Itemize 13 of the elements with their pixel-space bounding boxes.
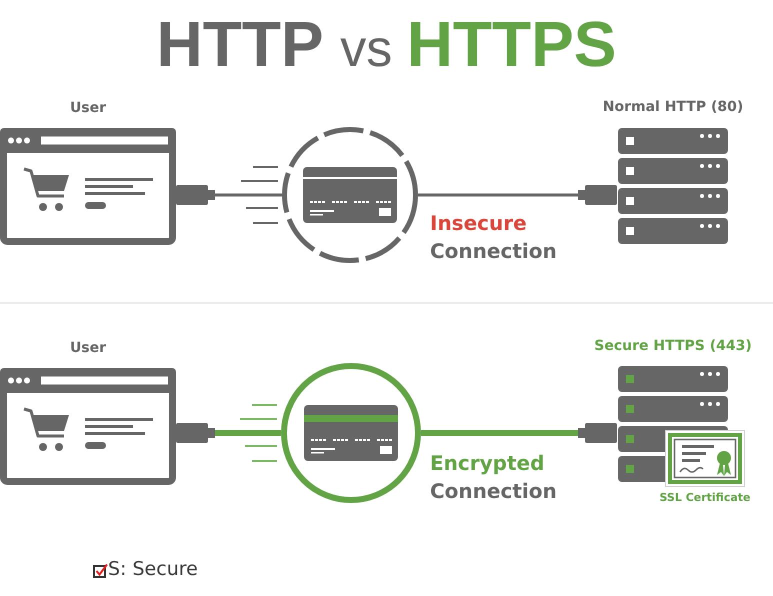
plugged-cable-line [176,185,282,205]
plugged-cable-line [418,185,617,205]
note-text: S: Secure [108,557,198,582]
plugged-cable-line [421,423,617,443]
node-label: Secure HTTPS (443) [593,337,753,355]
card-in-ring-drawing [281,363,421,503]
node-label: User [68,99,108,117]
node-label: User [68,339,108,357]
node-label: Normal HTTP (80) [602,98,744,116]
node-label: SSL Certificate [658,490,752,505]
plugged-cable-line [176,423,281,443]
title: HTTP vs HTTPS [156,9,616,82]
card-in-ring-drawing [282,127,418,263]
